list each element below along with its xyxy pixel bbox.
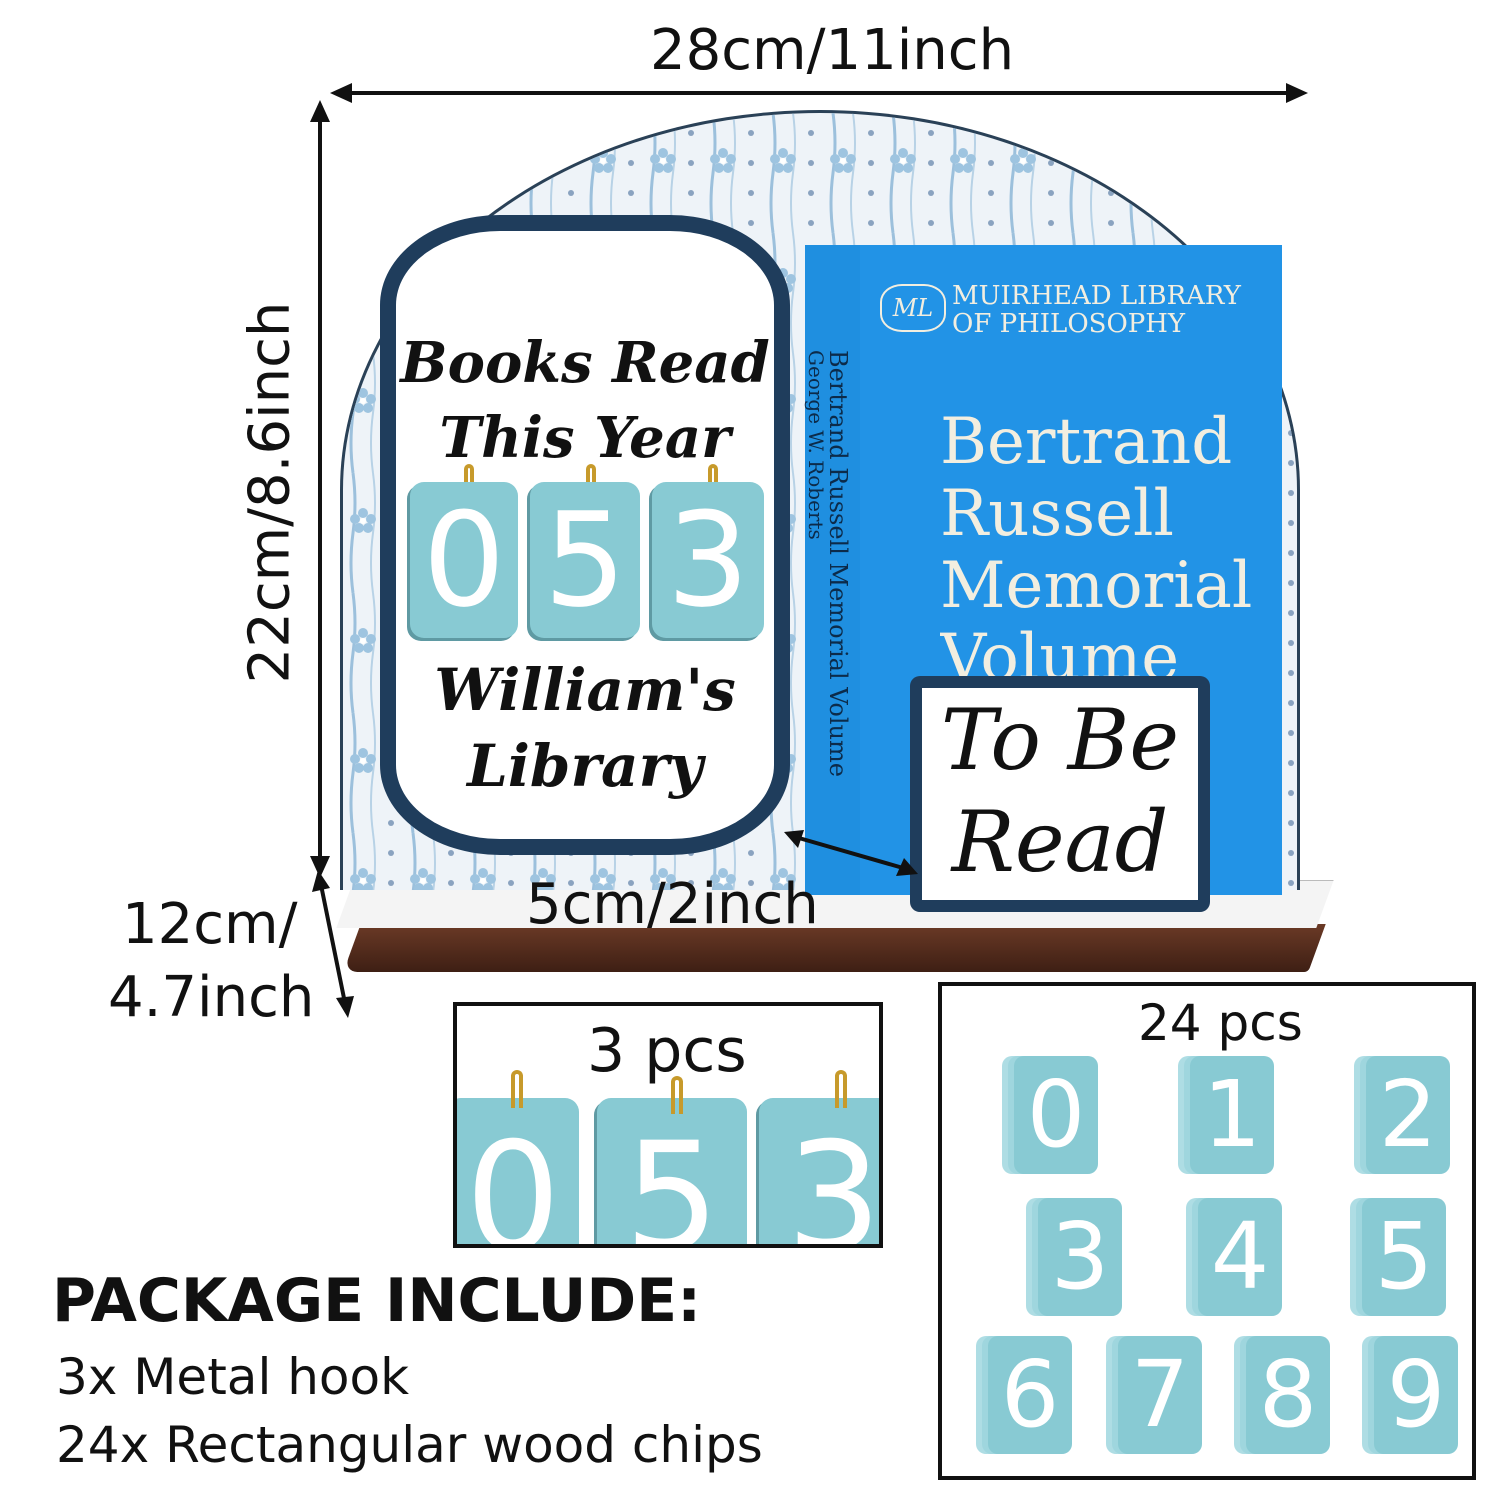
- width-arrow: [330, 83, 1308, 103]
- number-chip: 3: [1038, 1198, 1122, 1316]
- metal-hook: [671, 1076, 683, 1114]
- book-title-line: Bertrand: [940, 406, 1233, 479]
- metal-hook: [511, 1070, 523, 1108]
- number-chip: 4: [1198, 1198, 1282, 1316]
- number-chip: 5: [1362, 1198, 1446, 1316]
- package-include-heading: PACKAGE INCLUDE:: [52, 1266, 702, 1336]
- number-chip: 8: [1246, 1336, 1330, 1454]
- number-chip: 0: [1014, 1056, 1098, 1174]
- depth-dimension-label-2: 4.7inch: [108, 965, 315, 1030]
- digit-tile: 3: [759, 1098, 879, 1244]
- hooks-box-label: 3 pcs: [587, 1016, 747, 1086]
- metal-hook: [708, 464, 718, 492]
- number-chip: 7: [1118, 1336, 1202, 1454]
- gap-arrow: [784, 830, 918, 876]
- chips-box-label: 24 pcs: [1138, 994, 1303, 1052]
- book-spine: [805, 245, 867, 895]
- digit-tile: 3: [652, 482, 764, 638]
- publisher-line1: MUIRHEAD LIBRARY: [952, 281, 1241, 311]
- depth-arrow: [312, 870, 354, 1018]
- digit-tile: 0: [410, 482, 518, 638]
- package-item: 24x Rectangular wood chips: [56, 1416, 763, 1474]
- package-item: 3x Metal hook: [56, 1348, 410, 1406]
- hooks-box: 3 pcs 0 5 3: [453, 1002, 883, 1248]
- book-spine-author: George W. Roberts: [804, 350, 828, 540]
- height-arrow: [310, 100, 330, 878]
- plaque-heading-line1: Books Read: [400, 330, 770, 396]
- depth-dimension-label-1: 12cm/: [122, 892, 298, 957]
- tbr-line2: Read: [951, 793, 1169, 891]
- width-dimension-label: 28cm/11inch: [650, 18, 1015, 83]
- number-chip: 6: [988, 1336, 1072, 1454]
- chips-box: 24 pcs 0 1 2 3 4 5 6 7 8 9: [938, 982, 1476, 1480]
- metal-hook: [835, 1070, 847, 1108]
- gap-dimension-label: 5cm/2inch: [526, 872, 819, 937]
- publisher-line2: OF PHILOSOPHY: [952, 309, 1186, 339]
- plaque-name-line2: Library: [467, 732, 703, 800]
- height-dimension-label: 22cm/8.6inch: [237, 301, 303, 684]
- plaque-heading-line2: This Year: [439, 405, 731, 471]
- tbr-line1: To Be: [940, 691, 1180, 789]
- plaque-name-line1: William's: [434, 656, 736, 724]
- book-title-block: Bertrand Russell Memorial Volume: [940, 406, 1270, 676]
- base-board-edge: [343, 924, 1326, 972]
- number-chip: 2: [1366, 1056, 1450, 1174]
- metal-hook: [586, 464, 596, 492]
- book-title-line: Memorial: [940, 549, 1253, 623]
- digit-tile: 5: [530, 482, 640, 638]
- digit-tile: 0: [457, 1098, 579, 1244]
- to-be-read-sign: [910, 676, 1210, 912]
- metal-hook: [464, 464, 474, 492]
- digit-tile: 5: [597, 1098, 747, 1244]
- book-title-line: Volume: [940, 621, 1180, 676]
- book-title-line: Russell: [940, 477, 1174, 551]
- number-chip: 9: [1374, 1336, 1458, 1454]
- publisher-logo: ML: [880, 284, 946, 332]
- number-chip: 1: [1190, 1056, 1274, 1174]
